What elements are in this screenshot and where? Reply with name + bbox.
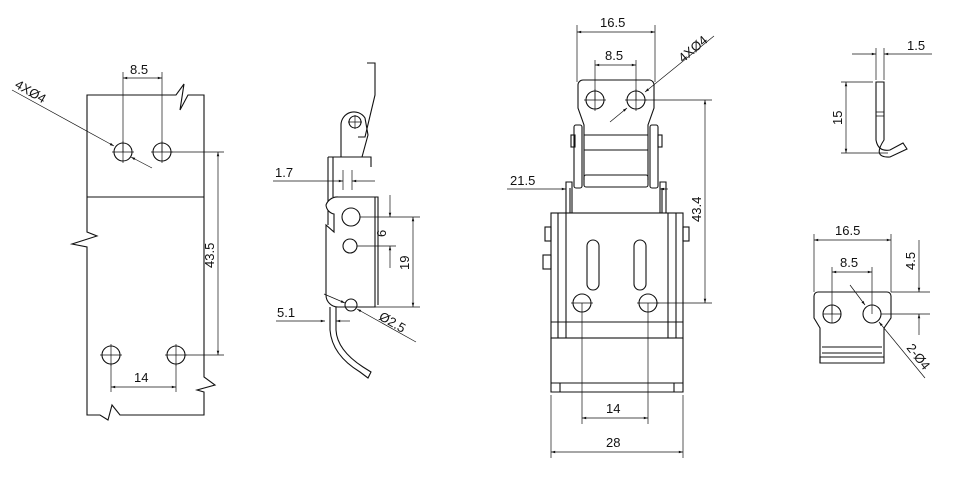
svg-text:14: 14 xyxy=(606,401,620,416)
body-frame xyxy=(327,156,372,225)
dimension-19: 19 xyxy=(360,217,420,308)
svg-text:16.5: 16.5 xyxy=(835,223,860,238)
svg-text:Ø2.5: Ø2.5 xyxy=(377,309,409,336)
lever-body xyxy=(325,196,376,308)
hole-callout-front: 4XØ4 xyxy=(609,32,715,123)
dimension-15: 15 xyxy=(830,81,888,154)
upper-frame xyxy=(565,181,667,213)
svg-text:16.5: 16.5 xyxy=(600,15,625,30)
svg-text:4XØ4: 4XØ4 xyxy=(675,32,710,65)
svg-text:28: 28 xyxy=(606,435,620,450)
dimension-1-5: 1.5 xyxy=(907,38,925,53)
plate-view: 8.5 4XØ4 43.5 14 xyxy=(11,62,224,421)
svg-text:8.5: 8.5 xyxy=(605,48,623,63)
mounting-holes xyxy=(100,141,187,366)
catch-hook xyxy=(875,81,908,158)
svg-text:14: 14 xyxy=(134,370,148,385)
dimension-16-5-catch: 16.5 xyxy=(813,223,892,292)
svg-text:21.5: 21.5 xyxy=(510,173,535,188)
dimension-8-5: 8.5 xyxy=(122,62,163,152)
catch-side-view: 1.5 15 xyxy=(830,38,932,158)
svg-text:8.5: 8.5 xyxy=(840,255,858,270)
dimension-14-front: 14 xyxy=(581,303,649,424)
front-view: 16.5 8.5 4XØ4 21.5 43.4 14 xyxy=(507,15,715,458)
svg-text:2-Ø4: 2-Ø4 xyxy=(904,341,934,373)
dimension-21-5: 21.5 xyxy=(507,173,668,191)
hole-callout: 4XØ4 xyxy=(11,77,153,169)
svg-text:4XØ4: 4XØ4 xyxy=(13,77,49,107)
side-view: 1.7 6 19 5.1 Ø2.5 xyxy=(273,62,420,379)
svg-text:15: 15 xyxy=(830,111,845,125)
svg-text:6: 6 xyxy=(374,230,389,237)
svg-text:43.5: 43.5 xyxy=(202,243,217,268)
main-body xyxy=(550,212,684,339)
base xyxy=(550,321,684,393)
dimension-1-7: 1.7 xyxy=(273,165,375,190)
svg-text:5.1: 5.1 xyxy=(277,305,295,320)
dimension-16-5: 16.5 xyxy=(576,15,656,82)
top-plate xyxy=(577,79,655,180)
dimension-28: 28 xyxy=(550,395,684,458)
dimension-6: 6 xyxy=(357,195,420,268)
hole-callout-catch: 2-Ø4 xyxy=(849,284,934,379)
catch-plate xyxy=(813,291,892,364)
svg-text:43.4: 43.4 xyxy=(689,197,704,222)
dimension-43-4: 43.4 xyxy=(645,99,712,304)
lever-tab xyxy=(358,62,376,138)
svg-text:4.5: 4.5 xyxy=(903,252,918,270)
dimension-5-1: 5.1 xyxy=(276,305,350,323)
dimension-8-5-front: 8.5 xyxy=(594,48,637,100)
dimension-4-5: 4.5 xyxy=(881,240,930,335)
catch-front-view: 16.5 8.5 4.5 2-Ø4 xyxy=(813,223,934,379)
lever-arm xyxy=(340,111,369,158)
hook xyxy=(329,307,372,379)
slot xyxy=(586,239,600,291)
hinge-bar xyxy=(583,174,649,188)
dimension-14: 14 xyxy=(110,364,177,392)
svg-text:19: 19 xyxy=(397,256,412,270)
plate-outline xyxy=(69,83,217,421)
svg-text:1.7: 1.7 xyxy=(275,165,293,180)
svg-text:8.5: 8.5 xyxy=(130,62,148,77)
dimension-8-5-catch: 8.5 xyxy=(831,255,873,314)
slot xyxy=(633,239,647,291)
hinge xyxy=(584,134,648,151)
dimension-43-5: 43.5 xyxy=(171,151,224,356)
